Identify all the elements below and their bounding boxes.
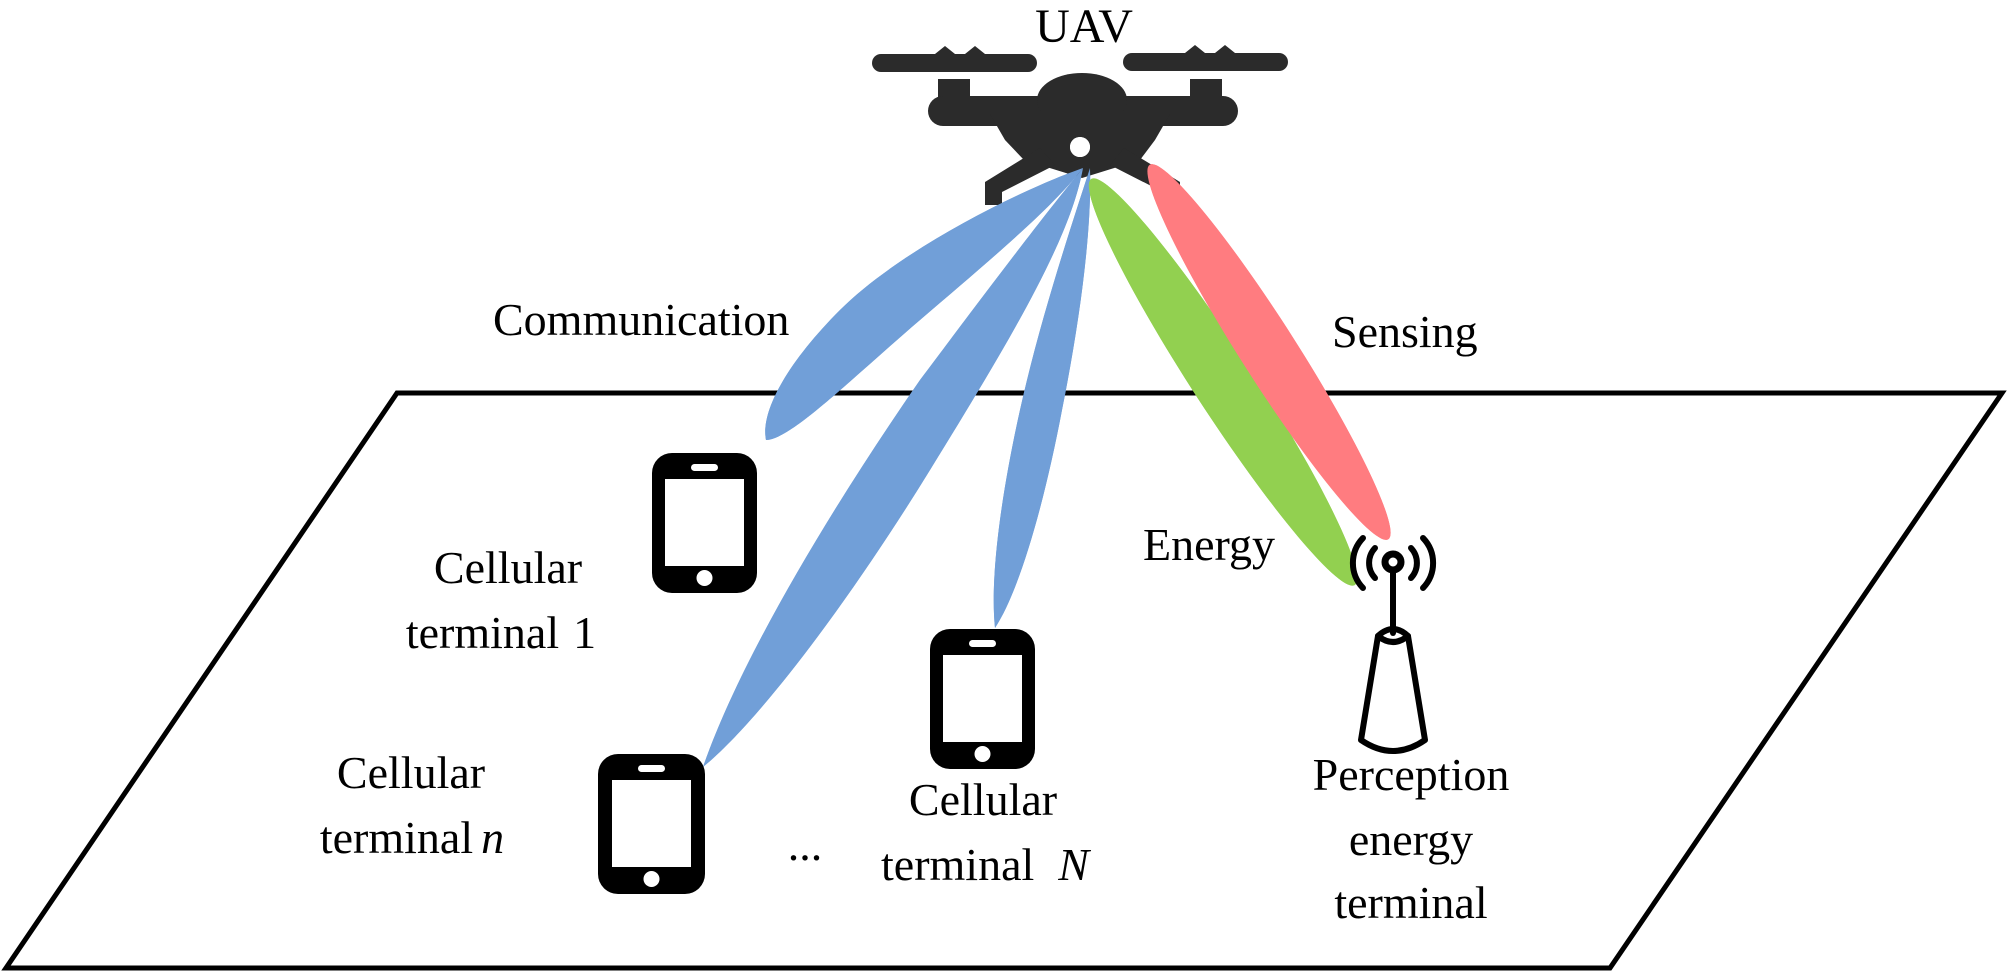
beams-front <box>703 137 1391 767</box>
ellipsis: ... <box>788 819 823 870</box>
perception-terminal-label: Perception energy terminal <box>1313 749 1510 928</box>
ground-plane <box>1 390 2007 971</box>
perception-line2: energy <box>1349 814 1473 865</box>
terminal-N-word: terminal <box>881 839 1034 890</box>
smartphone-icon <box>598 754 705 894</box>
right-rotor <box>1123 45 1288 71</box>
terminal-n-word: terminal <box>320 812 473 863</box>
smartphone-icon <box>930 629 1035 769</box>
terminal-1-line1: Cellular <box>434 542 582 593</box>
terminal-1-label: Cellular terminal 1 <box>406 542 596 658</box>
broadcast-antenna-icon <box>1349 535 1437 754</box>
terminal-N-label: Cellular terminal N <box>881 774 1091 890</box>
communication-beam-terminal-1-overlay <box>765 168 1083 440</box>
perception-line1: Perception <box>1313 749 1510 800</box>
terminal-n-line1: Cellular <box>337 747 485 798</box>
terminal-1-line2: terminal 1 <box>406 607 596 658</box>
left-rotor <box>872 46 1037 72</box>
drone-center-hole <box>1070 137 1090 157</box>
communication-label: Communication <box>493 294 789 345</box>
perception-line3: terminal <box>1334 877 1487 928</box>
terminal-N-line1: Cellular <box>909 774 1057 825</box>
communication-beam-terminal-N-overlay <box>993 168 1091 628</box>
terminal-1-word: terminal <box>406 607 559 658</box>
energy-label: Energy <box>1143 519 1275 570</box>
terminal-N-line2: terminal N <box>881 839 1091 890</box>
communication-beam-terminal-n-overlay <box>703 168 1083 767</box>
smartphone-icon <box>652 453 757 593</box>
terminal-N-index: N <box>1057 839 1091 890</box>
sensing-label: Sensing <box>1332 306 1478 357</box>
energy-beam-overlay <box>1088 178 1358 586</box>
terminal-1-index: 1 <box>573 607 596 658</box>
sensing-beam-overlay <box>1147 164 1391 540</box>
uav-title: UAV <box>1035 0 1133 53</box>
terminal-n-index: n <box>481 812 504 863</box>
